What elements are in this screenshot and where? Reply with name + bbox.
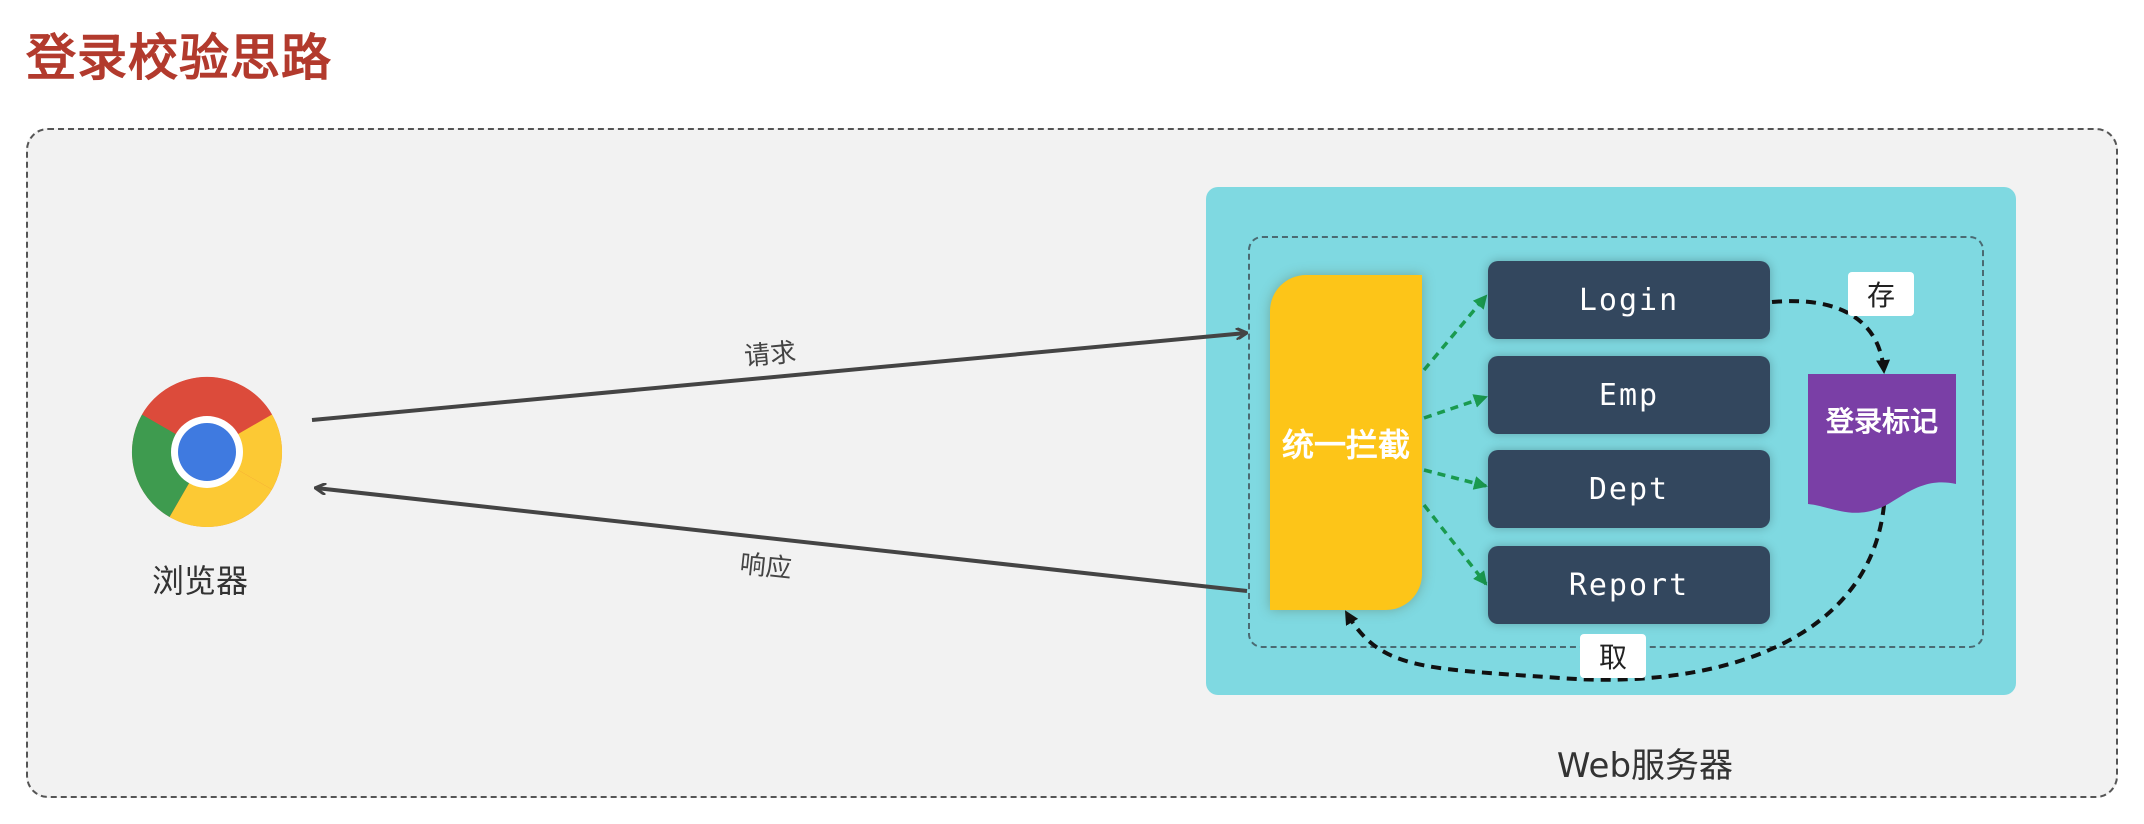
store-arrow [1771, 299, 1891, 374]
service-emp: Emp [1488, 356, 1770, 434]
request-label: 请求 [743, 337, 798, 373]
service-report: Report [1488, 546, 1770, 624]
web-server-label: Web服务器 [1556, 746, 1734, 786]
browser-label: 浏览器 [151, 562, 248, 600]
login-flag-label: 登录标记 [1825, 405, 1938, 438]
store-tag: 存 [1848, 272, 1914, 316]
service-login: Login [1488, 261, 1770, 339]
dispatch-arrow-emp [1423, 394, 1488, 420]
interceptor-label: 统一拦截 [1281, 425, 1410, 464]
response-label: 响应 [738, 549, 794, 585]
chrome-browser-icon [131, 376, 283, 528]
unified-interceptor: 统一拦截 [1270, 275, 1422, 610]
request-arrow [311, 333, 1246, 422]
dispatch-arrow-dept [1423, 468, 1488, 490]
fetch-tag: 取 [1580, 634, 1646, 678]
dispatch-arrow-login [1422, 294, 1488, 372]
login-flag-shape [1808, 374, 1956, 513]
page-title: 登录校验思路 [26, 29, 332, 87]
service-dept: Dept [1488, 450, 1770, 528]
response-arrow [316, 488, 1248, 593]
dispatch-arrow-report [1422, 503, 1488, 586]
fetch-arrow [1344, 504, 1886, 682]
